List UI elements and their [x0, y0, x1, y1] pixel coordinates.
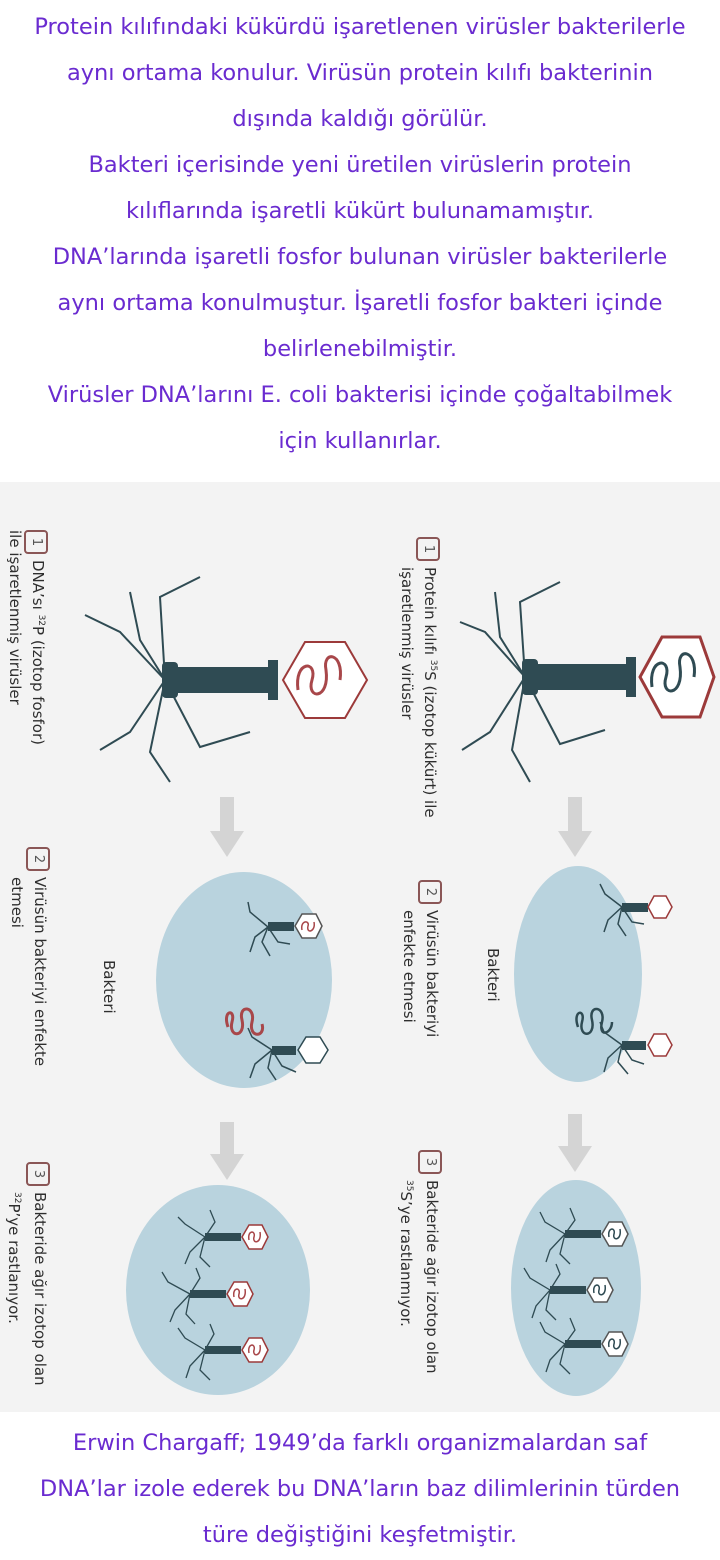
top-text-block: Protein kılıfındaki kükürdü işaretlenen …	[0, 0, 720, 464]
step-number-badge: 3	[418, 1150, 442, 1174]
bottom-text-block: Erwin Chargaff; 1949’da farklı organizma…	[0, 1420, 720, 1558]
right-step3-label: 3Bakteride ağır izotop olan 35S’ye rastl…	[397, 1150, 442, 1374]
step-number-badge: 2	[26, 847, 50, 871]
right-step2-label: 2Virüsün bakteriyi enfekte etmesi	[400, 880, 442, 1037]
text-line: aynı ortama konulur. Virüsün protein kıl…	[66, 60, 654, 86]
step-number-badge: 1	[416, 537, 440, 561]
left-step2-label: 2Virüsün bakteriyi enfekte etmesi	[8, 847, 50, 1066]
text-line: DNA’larında işaretli fosfor bulunan virü…	[52, 244, 668, 270]
text-line: dışında kaldığı görülür.	[232, 106, 488, 132]
arrow-down-icon	[558, 1114, 592, 1172]
step-number-badge: 2	[418, 880, 442, 904]
text-line: Bakteri içerisinde yeni üretilen virüsle…	[88, 152, 632, 178]
left-bacteria-label: Bakteri	[100, 960, 118, 1014]
phage-32p-small-outside	[247, 901, 323, 957]
text-line: Erwin Chargaff; 1949’da farklı organizma…	[72, 1430, 648, 1456]
arrow-down-icon	[558, 797, 592, 857]
text-line: DNA’lar izole ederek bu DNA’ların baz di…	[39, 1476, 681, 1502]
left-step1-label: 1DNA’sı 32P (izotop fosfor) ile işaretle…	[6, 530, 48, 745]
diagram-svg	[84, 576, 716, 1396]
arrow-down-icon	[210, 797, 244, 857]
text-line: aynı ortama konulmuştur. İşaretli fosfor…	[57, 290, 663, 316]
text-line: Protein kılıfındaki kükürdü işaretlenen …	[34, 14, 686, 40]
step-number-badge: 3	[26, 1162, 50, 1186]
left-step3-label: 3Bakteride ağır izotop olan 32P’ye rastl…	[5, 1162, 50, 1386]
text-line: kılıflarında işaretli kükürt bulunamamış…	[125, 198, 595, 224]
hershey-chase-diagram: 1DNA’sı 32P (izotop fosfor) ile işaretle…	[0, 482, 720, 1412]
injected-dna-35s	[575, 1007, 614, 1035]
injected-dna-32p	[225, 1007, 265, 1036]
right-bacteria-label: Bakteri	[484, 948, 502, 1002]
text-line: belirlenebilmiştir.	[262, 336, 458, 362]
phage-32p-large	[84, 576, 369, 783]
progeny-phage-32p	[161, 1209, 269, 1381]
phage-35s-empty-capsid	[599, 1021, 673, 1075]
text-line: Virüsler DNA’larını E. coli bakterisi iç…	[47, 382, 673, 408]
text-line: türe değiştiğini keşfetmiştir.	[202, 1522, 518, 1548]
phage-35s-large	[459, 581, 716, 783]
phage-35s-small-outside	[599, 883, 673, 937]
step-number-badge: 1	[24, 530, 48, 554]
right-step1-label: 1Protein kılıfı 35S (izotop kükürt) ile …	[398, 537, 442, 818]
progeny-phage-35s	[523, 1207, 629, 1375]
arrow-down-icon	[210, 1122, 244, 1180]
text-line: için kullanırlar.	[278, 428, 442, 454]
phage-32p-empty-capsid	[247, 1027, 329, 1081]
